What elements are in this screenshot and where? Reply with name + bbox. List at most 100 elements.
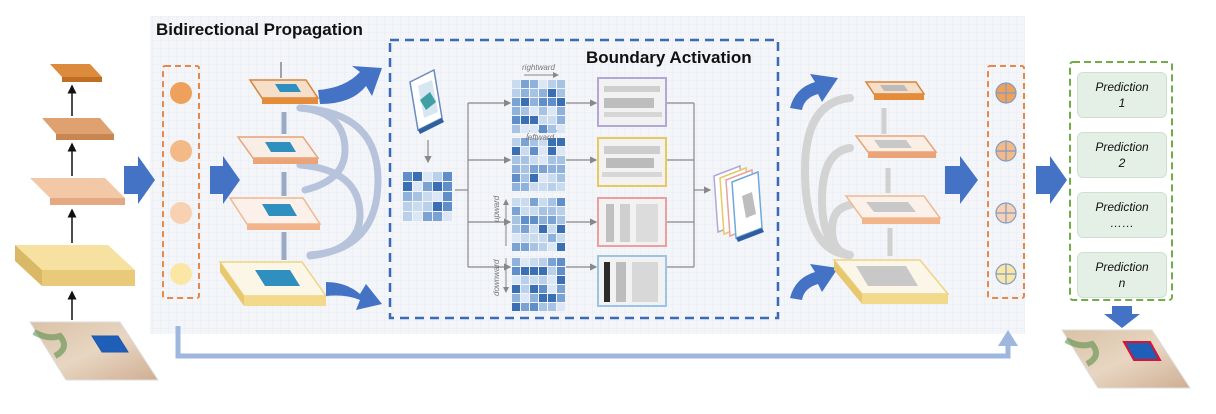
prediction-n: Prediction n bbox=[1077, 252, 1167, 298]
heatmap-cell bbox=[557, 216, 565, 224]
heatmap-cell bbox=[521, 303, 529, 311]
heatmap-cell bbox=[530, 89, 538, 97]
feature-node bbox=[170, 202, 192, 224]
heatmap-cell bbox=[530, 234, 538, 242]
heatmap-cell bbox=[423, 202, 432, 211]
heatmap-cell bbox=[512, 258, 520, 266]
flow-arrow-3 bbox=[945, 156, 978, 204]
heatmap-cell bbox=[548, 267, 556, 275]
heatmap-cell bbox=[539, 165, 547, 173]
heatmap-cell bbox=[548, 165, 556, 173]
heatmap-cell bbox=[530, 207, 538, 215]
feature-node bbox=[170, 82, 192, 104]
fusion-nodes-right bbox=[987, 65, 1025, 299]
prop-feature-map-2 bbox=[236, 136, 320, 164]
curved-arrow-in bbox=[318, 66, 382, 104]
heatmap-cell bbox=[548, 285, 556, 293]
heatmap-cell bbox=[443, 212, 452, 221]
heatmap-cell bbox=[530, 156, 538, 164]
heatmap-cell bbox=[521, 207, 529, 215]
direction-label-upward: upward bbox=[492, 195, 501, 222]
prediction-label: Prediction bbox=[1095, 140, 1149, 154]
heatmap-cell bbox=[548, 225, 556, 233]
heatmap-cell bbox=[443, 192, 452, 201]
heatmap-cell bbox=[548, 147, 556, 155]
heatmap-cell bbox=[557, 138, 565, 146]
heatmap-cell bbox=[548, 80, 556, 88]
heatmap-cell bbox=[557, 165, 565, 173]
heatmap-cell bbox=[530, 267, 538, 275]
heatmap-cell bbox=[539, 98, 547, 106]
prediction-index: …… bbox=[1110, 216, 1134, 230]
heatmap-cell bbox=[530, 183, 538, 191]
heatmap-cell bbox=[403, 202, 412, 211]
propagation-loops-left bbox=[296, 104, 382, 260]
heatmap-cell bbox=[521, 107, 529, 115]
heatmap-cell bbox=[539, 267, 547, 275]
heatmap-cell bbox=[539, 243, 547, 251]
curved-arrow-down-right bbox=[790, 264, 838, 300]
heatmap-cell bbox=[530, 80, 538, 88]
heatmap-cell bbox=[443, 182, 452, 191]
heatmap-cell bbox=[557, 147, 565, 155]
heatmap-cell bbox=[548, 125, 556, 133]
heatmap-cell bbox=[548, 174, 556, 182]
heatmap-cell bbox=[539, 294, 547, 302]
prediction-ellipsis: Prediction …… bbox=[1077, 192, 1167, 238]
ba-heatmap-leftward bbox=[512, 138, 565, 191]
heatmap-cell bbox=[548, 156, 556, 164]
prediction-1: Prediction 1 bbox=[1077, 72, 1167, 118]
boundary-activation-box bbox=[388, 38, 780, 320]
heatmap-cell bbox=[512, 207, 520, 215]
heatmap-cell bbox=[530, 276, 538, 284]
heatmap-cell bbox=[512, 147, 520, 155]
heatmap-cell bbox=[539, 285, 547, 293]
curved-arrow-out bbox=[326, 282, 382, 310]
heatmap-cell bbox=[548, 294, 556, 302]
heatmap-cell bbox=[512, 276, 520, 284]
heatmap-cell bbox=[521, 183, 529, 191]
heatmap-cell bbox=[548, 243, 556, 251]
prediction-index: n bbox=[1118, 276, 1126, 290]
heatmap-cell bbox=[530, 198, 538, 206]
heatmap-cell bbox=[557, 294, 565, 302]
heatmap-cell bbox=[521, 276, 529, 284]
heatmap-cell bbox=[521, 89, 529, 97]
heatmap-cell bbox=[423, 212, 432, 221]
prediction-2: Prediction 2 bbox=[1077, 132, 1167, 178]
heatmap-cell bbox=[521, 125, 529, 133]
heatmap-cell bbox=[557, 183, 565, 191]
prop-feature-map-1 bbox=[248, 79, 320, 104]
heatmap-cell bbox=[512, 80, 520, 88]
direction-label-downward: downward bbox=[492, 259, 501, 296]
heatmap-cell bbox=[521, 285, 529, 293]
heatmap-cell bbox=[530, 116, 538, 124]
heatmap-cell bbox=[512, 198, 520, 206]
heatmap-cell bbox=[548, 276, 556, 284]
heatmap-cell bbox=[512, 216, 520, 224]
ba-heatmap-rightward bbox=[512, 80, 565, 133]
heatmap-cell bbox=[548, 138, 556, 146]
heatmap-cell bbox=[557, 207, 565, 215]
heatmap-cell bbox=[512, 267, 520, 275]
heatmap-cell bbox=[557, 80, 565, 88]
heatmap-cell bbox=[433, 182, 442, 191]
heatmap-cell bbox=[548, 183, 556, 191]
heatmap-cell bbox=[557, 243, 565, 251]
heatmap-cell bbox=[512, 234, 520, 242]
heatmap-cell bbox=[530, 125, 538, 133]
heatmap-cell bbox=[521, 234, 529, 242]
heatmap-cell bbox=[423, 182, 432, 191]
ba-stacked-output bbox=[713, 164, 764, 242]
heatmap-cell bbox=[530, 225, 538, 233]
heatmap-cell bbox=[557, 267, 565, 275]
heatmap-cell bbox=[548, 89, 556, 97]
heatmap-cell bbox=[539, 116, 547, 124]
heatmap-cell bbox=[539, 303, 547, 311]
heatmap-cell bbox=[548, 98, 556, 106]
backbone-level-1 bbox=[15, 245, 135, 286]
heatmap-cell bbox=[512, 225, 520, 233]
heatmap-cell bbox=[539, 80, 547, 88]
